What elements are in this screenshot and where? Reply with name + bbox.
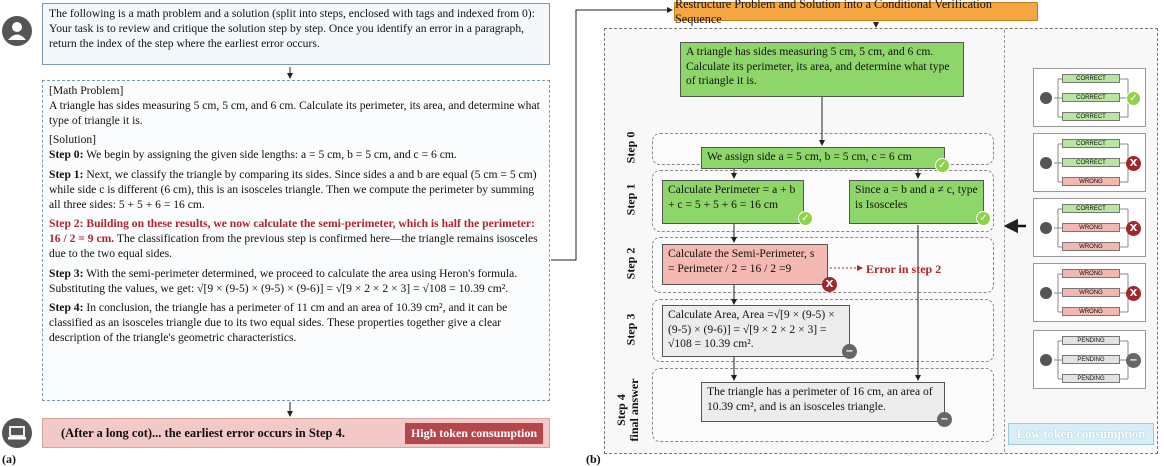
status-label: CORRECT [1062, 158, 1120, 167]
solution-step-0: Step 0: We begin by assigning the given … [49, 148, 543, 163]
mini-connector-lines [1054, 208, 1129, 248]
step-text: We begin by assigning the given side len… [83, 148, 457, 162]
robot-icon [1040, 92, 1052, 104]
mini-connector-lines [1054, 143, 1129, 183]
pending-icon: − [842, 344, 857, 359]
step-text: The classification from the previous ste… [49, 232, 538, 260]
solution-step-3: Step 3: With the semi-perimeter determin… [49, 267, 543, 297]
step-label: Step 2: [49, 217, 84, 231]
problem-header: [Math Problem] [49, 84, 124, 97]
problem-node: A triangle has sides measuring 5 cm, 5 c… [680, 42, 964, 97]
robot-icon [1040, 157, 1052, 169]
solution-step-2: Step 2: Building on these results, we no… [49, 217, 543, 261]
check-icon: ✓ [1126, 91, 1141, 106]
step-1-perimeter-node: Calculate Perimeter = a + b + c = 5 + 5 … [662, 180, 804, 224]
status-label: CORRECT [1062, 112, 1120, 121]
status-label: CORRECT [1062, 139, 1120, 148]
step-label: Step 0: [49, 148, 84, 162]
step-label: Step 4: [49, 301, 84, 315]
problem-solution-box: [Math Problem] A triangle has sides meas… [42, 80, 550, 401]
mini-connector-lines [1054, 340, 1129, 380]
high-token-badge: High token consumption [404, 423, 543, 444]
step-text: Next, we classify the triangle by compar… [49, 167, 537, 211]
check-icon: ✓ [935, 158, 950, 173]
answer-text: (After a long cot)... the earliest error… [61, 425, 345, 440]
status-label: PENDING [1062, 355, 1120, 364]
solution-step-4: Step 4: In conclusion, the triangle has … [49, 301, 543, 345]
error-x-icon: X [822, 277, 837, 292]
low-token-badge: Low token consumption [1008, 423, 1154, 445]
status-label: PENDING [1062, 336, 1120, 345]
error-x-icon: X [1126, 156, 1141, 171]
status-label: WRONG [1062, 223, 1120, 232]
status-label: PENDING [1062, 374, 1120, 383]
robot-icon [1040, 222, 1052, 234]
user-avatar-icon [2, 16, 32, 46]
check-icon: ✓ [976, 211, 991, 226]
solution-header: [Solution] [49, 133, 97, 147]
error-x-icon: X [1126, 286, 1141, 301]
status-label: WRONG [1062, 177, 1120, 186]
pending-icon: − [1126, 353, 1141, 368]
error-note: Error in step 2 [866, 262, 942, 276]
mini-connector-lines [1054, 273, 1129, 313]
error-x-icon: X [1126, 221, 1141, 236]
prompt-box: The following is a math problem and a so… [42, 3, 550, 65]
step-label: Step 1: [49, 167, 84, 181]
step-4-node: The triangle has a perimeter of 16 cm, a… [701, 382, 945, 422]
pending-icon: − [937, 412, 952, 427]
status-label: CORRECT [1062, 204, 1120, 213]
status-label: WRONG [1062, 288, 1120, 297]
mini-panel-pending: PENDING PENDING PENDING − [1033, 330, 1146, 389]
status-label: CORRECT [1062, 93, 1120, 102]
step-2-node: Calculate the Semi-Perimeter, s = Perime… [662, 244, 828, 285]
mini-panel-all-wrong: WRONG WRONG WRONG X [1033, 263, 1146, 322]
mini-panel-correct: CORRECT CORRECT CORRECT ✓ [1033, 68, 1146, 127]
robot-icon [1040, 354, 1052, 366]
laptop-icon [2, 418, 32, 448]
step-3-node: Calculate Area, Area =√[9 × (9-5) × (9-5… [662, 305, 850, 357]
prompt-text: The following is a math problem and a so… [49, 7, 535, 50]
status-label: WRONG [1062, 242, 1120, 251]
status-label: CORRECT [1062, 74, 1120, 83]
step-text: With the semi-perimeter determined, we p… [49, 266, 518, 295]
step-text: In conclusion, the triangle has a perime… [49, 301, 508, 344]
step-1-type-node: Since a = b and a ≠ c, type is Isosceles [849, 180, 984, 224]
mini-panel-two-wrong: CORRECT WRONG WRONG X [1033, 198, 1146, 257]
caption-a: (a) [2, 452, 16, 466]
check-icon: ✓ [798, 211, 813, 226]
status-label: WRONG [1062, 269, 1120, 278]
step-error-text: Building on these results, we now calcul… [49, 217, 535, 246]
final-answer-box: (After a long cot)... the earliest error… [42, 418, 550, 448]
caption-b: (b) [586, 452, 601, 466]
solution-step-1: Step 1: Next, we classify the triangle b… [49, 168, 543, 212]
problem-text: A triangle has sides measuring 5 cm, 5 c… [49, 98, 540, 127]
step-0-node: We assign side a = 5 cm, b = 5 cm, c = 6… [701, 147, 945, 169]
step-label: Step 3: [49, 266, 84, 280]
mini-connector-lines [1054, 78, 1129, 118]
status-column [1004, 30, 1154, 452]
status-label: WRONG [1062, 307, 1120, 316]
robot-icon [1040, 287, 1052, 299]
mini-panel-last-wrong: CORRECT CORRECT WRONG X [1033, 133, 1146, 192]
